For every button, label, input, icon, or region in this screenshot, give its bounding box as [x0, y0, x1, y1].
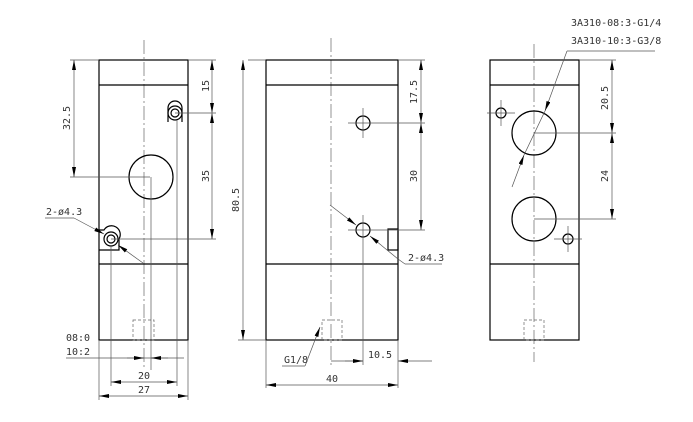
- dim-10-5: 10.5: [368, 350, 392, 361]
- dim-24: 24: [600, 170, 611, 182]
- hole-label: 2-ø4.3: [408, 253, 444, 264]
- dim-20: 20: [138, 371, 150, 382]
- dim-15: 15: [201, 80, 212, 92]
- dim-30: 30: [409, 170, 420, 182]
- dim-20-5: 20.5: [600, 86, 611, 110]
- port-label: G1/8: [284, 355, 308, 366]
- dim-32-5: 32.5: [62, 106, 73, 130]
- dim-40: 40: [326, 374, 338, 385]
- model-label-2: 3A310-10:3-G3/8: [571, 36, 661, 47]
- port-label-1: 08:0: [66, 333, 90, 344]
- side-view: 80.5 17.5 30 2-ø4.3 G1/8 10.5 40: [231, 38, 444, 388]
- front-view: 32.5 15 35 2-ø4.3 08:0 10:2 20 27: [45, 40, 216, 400]
- dim-35: 35: [201, 170, 212, 182]
- dim-80-5: 80.5: [231, 188, 242, 212]
- port-view: 3A310-08:3-G1/4 3A310-10:3-G3/8 20.5 24: [487, 18, 661, 362]
- dim-17-5: 17.5: [409, 80, 420, 104]
- dim-27: 27: [138, 385, 150, 396]
- port-label-2: 10:2: [66, 347, 90, 358]
- hole-label: 2-ø4.3: [46, 207, 82, 218]
- model-label-1: 3A310-08:3-G1/4: [571, 18, 661, 29]
